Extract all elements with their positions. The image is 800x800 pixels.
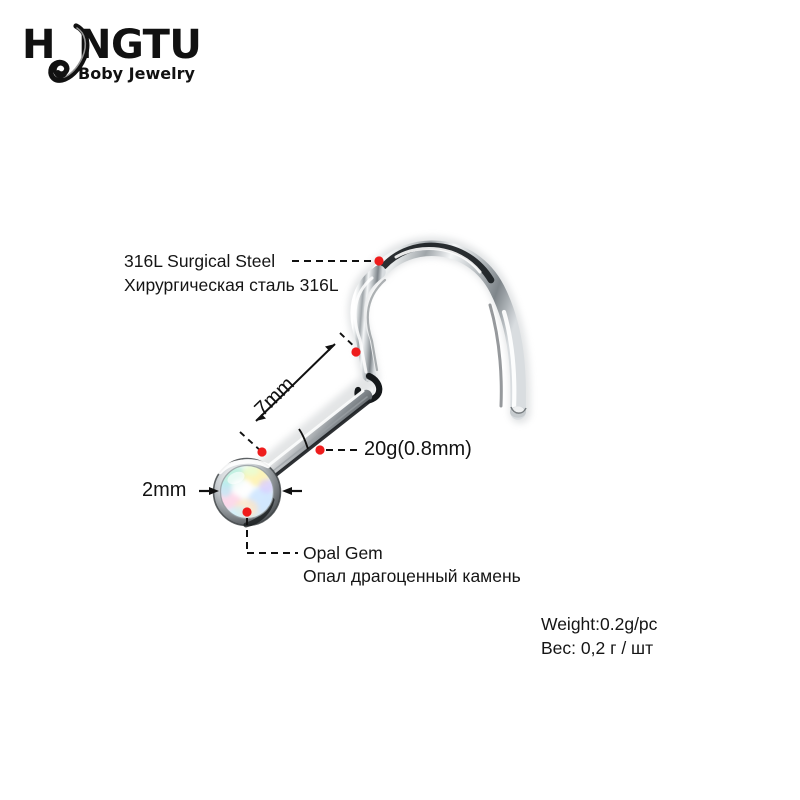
dimension-arrow-gem-right — [282, 487, 302, 495]
safety-pin-icon — [48, 23, 90, 83]
brand-name-part1: H — [22, 22, 55, 68]
label-gauge: 20g(0.8mm) — [364, 438, 472, 460]
marker-dot-gem — [242, 507, 252, 517]
marker-dot-gauge — [315, 445, 325, 455]
label-material-ru: Хирургическая сталь 316L — [124, 275, 339, 295]
brand-tagline: Boby Jewelry — [78, 64, 195, 83]
label-weight-en: Weight:0.2g/pc — [541, 614, 658, 634]
product-illustration — [212, 236, 531, 528]
marker-dot-length-top — [351, 347, 361, 357]
extension-line-length-bottom — [239, 431, 263, 453]
dimension-arrow-length — [255, 343, 336, 422]
label-gem-en: Opal Gem — [303, 543, 383, 563]
label-weight-ru: Вес: 0,2 г / шт — [541, 638, 654, 658]
label-gem-width: 2mm — [142, 479, 187, 501]
label-gem-ru: Опал драгоценный камень — [303, 566, 521, 586]
brand-logo: H NGTU Boby Jewelry — [22, 22, 222, 86]
label-material-en: 316L Surgical Steel — [124, 251, 276, 271]
leader-curve-gauge — [298, 428, 309, 450]
marker-dot-length-bottom — [257, 447, 267, 457]
dimension-arrow-gem-left — [199, 487, 219, 495]
brand-name-part2: NGTU — [78, 22, 202, 68]
marker-dot-material — [374, 256, 384, 266]
